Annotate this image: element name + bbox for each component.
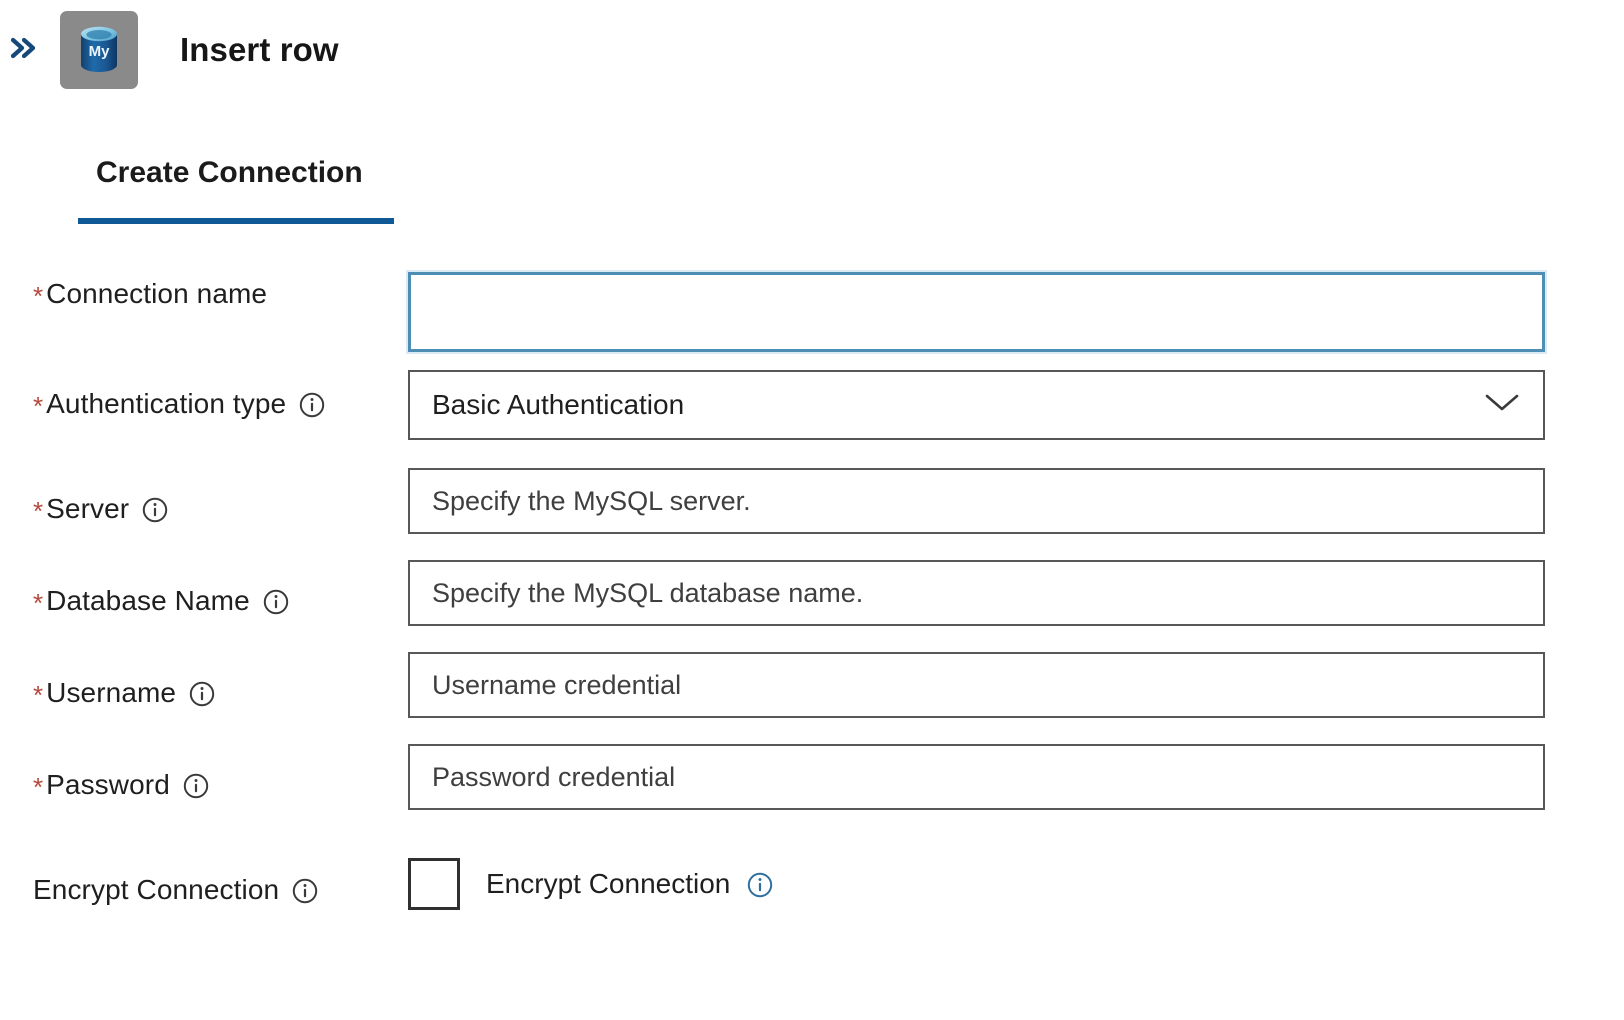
info-icon[interactable] — [746, 871, 774, 899]
required-asterisk: * — [33, 588, 44, 618]
required-asterisk: * — [33, 680, 44, 710]
page-title: Insert row — [180, 31, 339, 68]
server-input[interactable]: Specify the MySQL server. — [408, 468, 1545, 534]
required-asterisk: * — [33, 772, 44, 802]
info-icon[interactable] — [188, 680, 216, 708]
form-row-server: * Server Specify the MySQL server. — [0, 450, 1624, 542]
form-row-username: * Username Username credential — [0, 634, 1624, 726]
connection-name-input[interactable] — [408, 272, 1545, 352]
mysql-database-icon: My — [60, 11, 138, 89]
password-input[interactable]: Password credential — [408, 744, 1545, 810]
chevron-double-right-icon — [9, 34, 39, 67]
label-password: * Password — [33, 769, 210, 802]
required-asterisk: * — [33, 391, 44, 421]
encrypt-connection-row: Encrypt Connection — [408, 858, 774, 910]
tabstrip: Create Connection — [0, 138, 1624, 224]
svg-text:My: My — [89, 43, 110, 60]
label-database-name: * Database Name — [33, 585, 290, 618]
info-icon[interactable] — [141, 496, 169, 524]
collapse-panel-button[interactable] — [2, 28, 46, 72]
info-icon[interactable] — [182, 772, 210, 800]
label-username: * Username — [33, 677, 216, 710]
label-text: Password — [46, 769, 170, 800]
form-row-connection-name: * Connection name — [0, 250, 1624, 358]
label-text: Authentication type — [46, 388, 287, 419]
label-authentication-type: * Authentication type — [33, 388, 326, 421]
label-text: Connection name — [46, 278, 268, 309]
tab-label: Create Connection — [96, 156, 363, 189]
encrypt-connection-checkbox[interactable] — [408, 858, 460, 910]
label-text: Server — [46, 493, 130, 524]
username-placeholder: Username credential — [432, 669, 682, 700]
chevron-down-icon[interactable] — [1483, 390, 1521, 421]
label-connection-name: * Connection name — [33, 278, 268, 311]
info-icon[interactable] — [262, 588, 290, 616]
database-name-placeholder: Specify the MySQL database name. — [432, 577, 864, 608]
username-input[interactable]: Username credential — [408, 652, 1545, 718]
password-placeholder: Password credential — [432, 761, 676, 792]
form-row-encrypt-connection: Encrypt Connection Encrypt Connection — [0, 818, 1624, 928]
tab-create-connection[interactable]: Create Connection — [78, 138, 381, 224]
encrypt-connection-checkbox-label: Encrypt Connection — [486, 868, 731, 899]
info-icon[interactable] — [291, 877, 319, 905]
server-placeholder: Specify the MySQL server. — [432, 485, 751, 516]
label-text: Username — [46, 677, 177, 708]
authentication-type-value: Basic Authentication — [432, 389, 685, 420]
database-name-input[interactable]: Specify the MySQL database name. — [408, 560, 1545, 626]
form-row-password: * Password Password credential — [0, 726, 1624, 818]
label-server: * Server — [33, 493, 169, 526]
required-asterisk: * — [33, 281, 44, 311]
authentication-type-select[interactable]: Basic Authentication — [408, 370, 1545, 440]
label-encrypt-connection: Encrypt Connection — [33, 876, 319, 904]
panel-header: My Insert row — [0, 0, 1624, 100]
label-text: Database Name — [46, 585, 250, 616]
required-asterisk: * — [33, 496, 44, 526]
tab-selected-indicator — [78, 218, 394, 224]
form-row-authentication-type: * Authentication type Basic Authenticati… — [0, 358, 1624, 450]
form-row-database-name: * Database Name Specify the MySQL databa… — [0, 542, 1624, 634]
label-text: Encrypt Connection — [33, 874, 280, 905]
info-icon[interactable] — [298, 391, 326, 419]
